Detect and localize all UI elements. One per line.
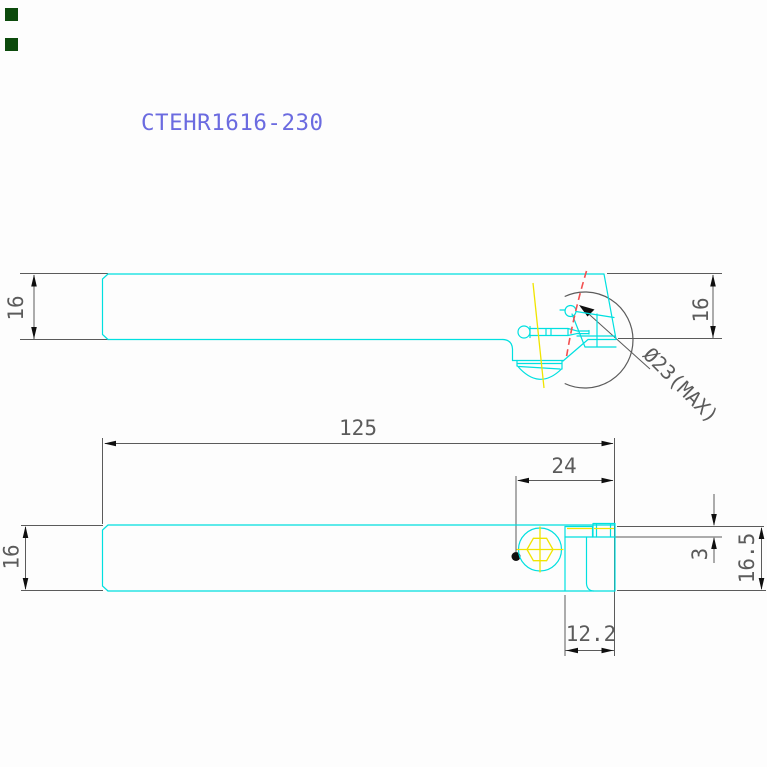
arrow-up [710, 274, 716, 287]
arrow-up [758, 527, 765, 539]
lug-bottom-arc [516, 365, 563, 380]
dimension-arrows [22, 274, 765, 654]
max-swing-reference-curve [565, 270, 588, 361]
reference-red-line [565, 270, 588, 361]
dim-text-side-height: 16 [4, 295, 28, 320]
swing-diameter-arc [564, 291, 634, 389]
side-view-geometry [101, 273, 617, 380]
dim-text-step-depth: 3 [688, 548, 712, 561]
hex-socket [526, 537, 554, 562]
arrow-right [601, 477, 614, 484]
leader-arrowhead [579, 305, 595, 317]
arrow-down [758, 578, 765, 590]
dim-text-insert-offset: 12.2 [566, 622, 617, 646]
clamp-screw-tip [567, 327, 590, 337]
arrow-down [31, 327, 37, 339]
arrow-down [711, 514, 717, 526]
arrow-up [31, 274, 37, 287]
plan-end-cap [101, 524, 109, 592]
dim-text-overall-width: 16.5 [735, 533, 759, 584]
insert-centerline-side [532, 282, 545, 389]
arrow-right [601, 647, 614, 654]
viewport-marker-square-top [5, 8, 18, 21]
pocket-right-edge-fillet [585, 536, 595, 592]
head-right-edge [603, 273, 617, 340]
dim-text-side-height-right: 16 [689, 297, 713, 322]
dim-text-head-length: 24 [551, 454, 576, 478]
arrow-up [711, 537, 717, 549]
arrow-down [22, 578, 29, 590]
dim-text-shank-width: 16 [0, 544, 24, 569]
insert-pocket-lines [571, 310, 617, 348]
arrow-left [104, 440, 116, 447]
arrow-left [517, 477, 529, 484]
dim-text-overall-length: 125 [339, 416, 377, 440]
arrow-right [601, 440, 614, 447]
viewport-marker-square-bottom [5, 38, 18, 51]
shank-end-cap [101, 273, 109, 341]
drawing-title: CTEHR1616-230 [141, 110, 324, 136]
insert-top-outline [592, 522, 616, 538]
head-fillet [502, 338, 514, 362]
arrow-up [22, 526, 29, 538]
lug-inner-line [518, 365, 561, 370]
auxiliary-yellow-lines [516, 282, 614, 573]
arrow-left [566, 647, 578, 654]
clamp-screw-shaft [529, 325, 569, 339]
arrow-down [710, 326, 716, 338]
dimension-origin-dot [511, 552, 521, 561]
